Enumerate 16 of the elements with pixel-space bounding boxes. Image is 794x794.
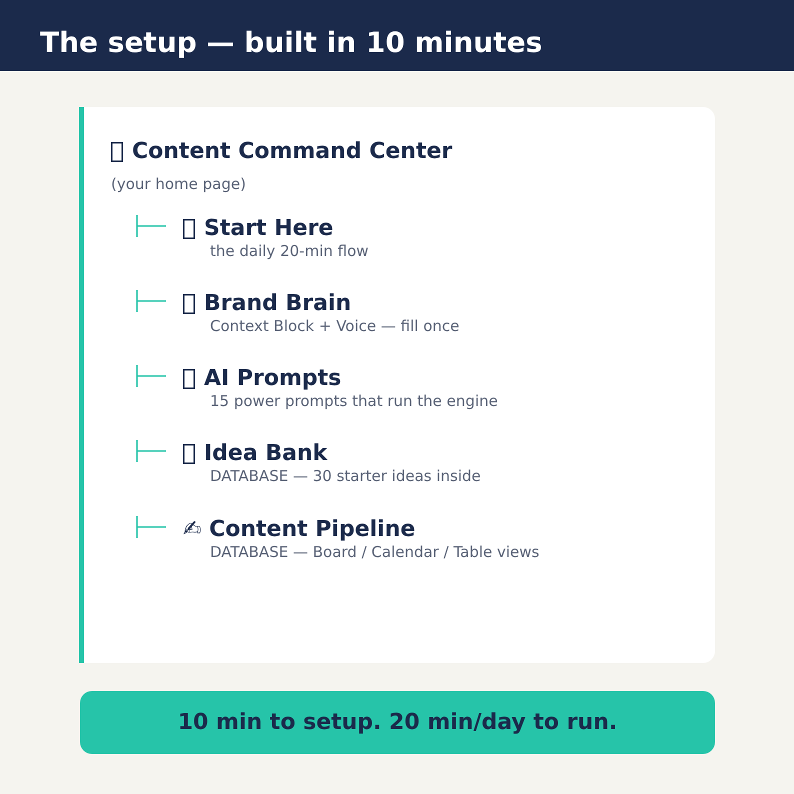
page-heading: Idea Bank xyxy=(204,440,328,468)
page-heading: AI Prompts xyxy=(204,365,342,393)
card-heading: Content Command Center xyxy=(132,138,452,166)
page-heading: Start Here xyxy=(204,215,334,243)
content-card xyxy=(79,107,715,663)
page-description: 15 power prompts that run the engine xyxy=(210,391,498,411)
summary-banner xyxy=(80,691,715,754)
card-subtitle: (your home page) xyxy=(111,174,246,194)
page-description: DATABASE — Board / Calendar / Table views xyxy=(210,542,540,562)
banner-text: 10 min to setup. 20 min/day to run. xyxy=(178,708,618,736)
page-description: DATABASE — 30 starter ideas inside xyxy=(210,466,481,486)
page-title: The setup — built in 10 minutes xyxy=(40,25,542,61)
page-heading: Brand Brain xyxy=(204,290,352,318)
page-heading: ✍ Content Pipeline xyxy=(183,516,416,544)
page-description: the daily 20-min flow xyxy=(210,241,369,261)
page-description: Context Block + Voice — fill once xyxy=(210,316,460,336)
